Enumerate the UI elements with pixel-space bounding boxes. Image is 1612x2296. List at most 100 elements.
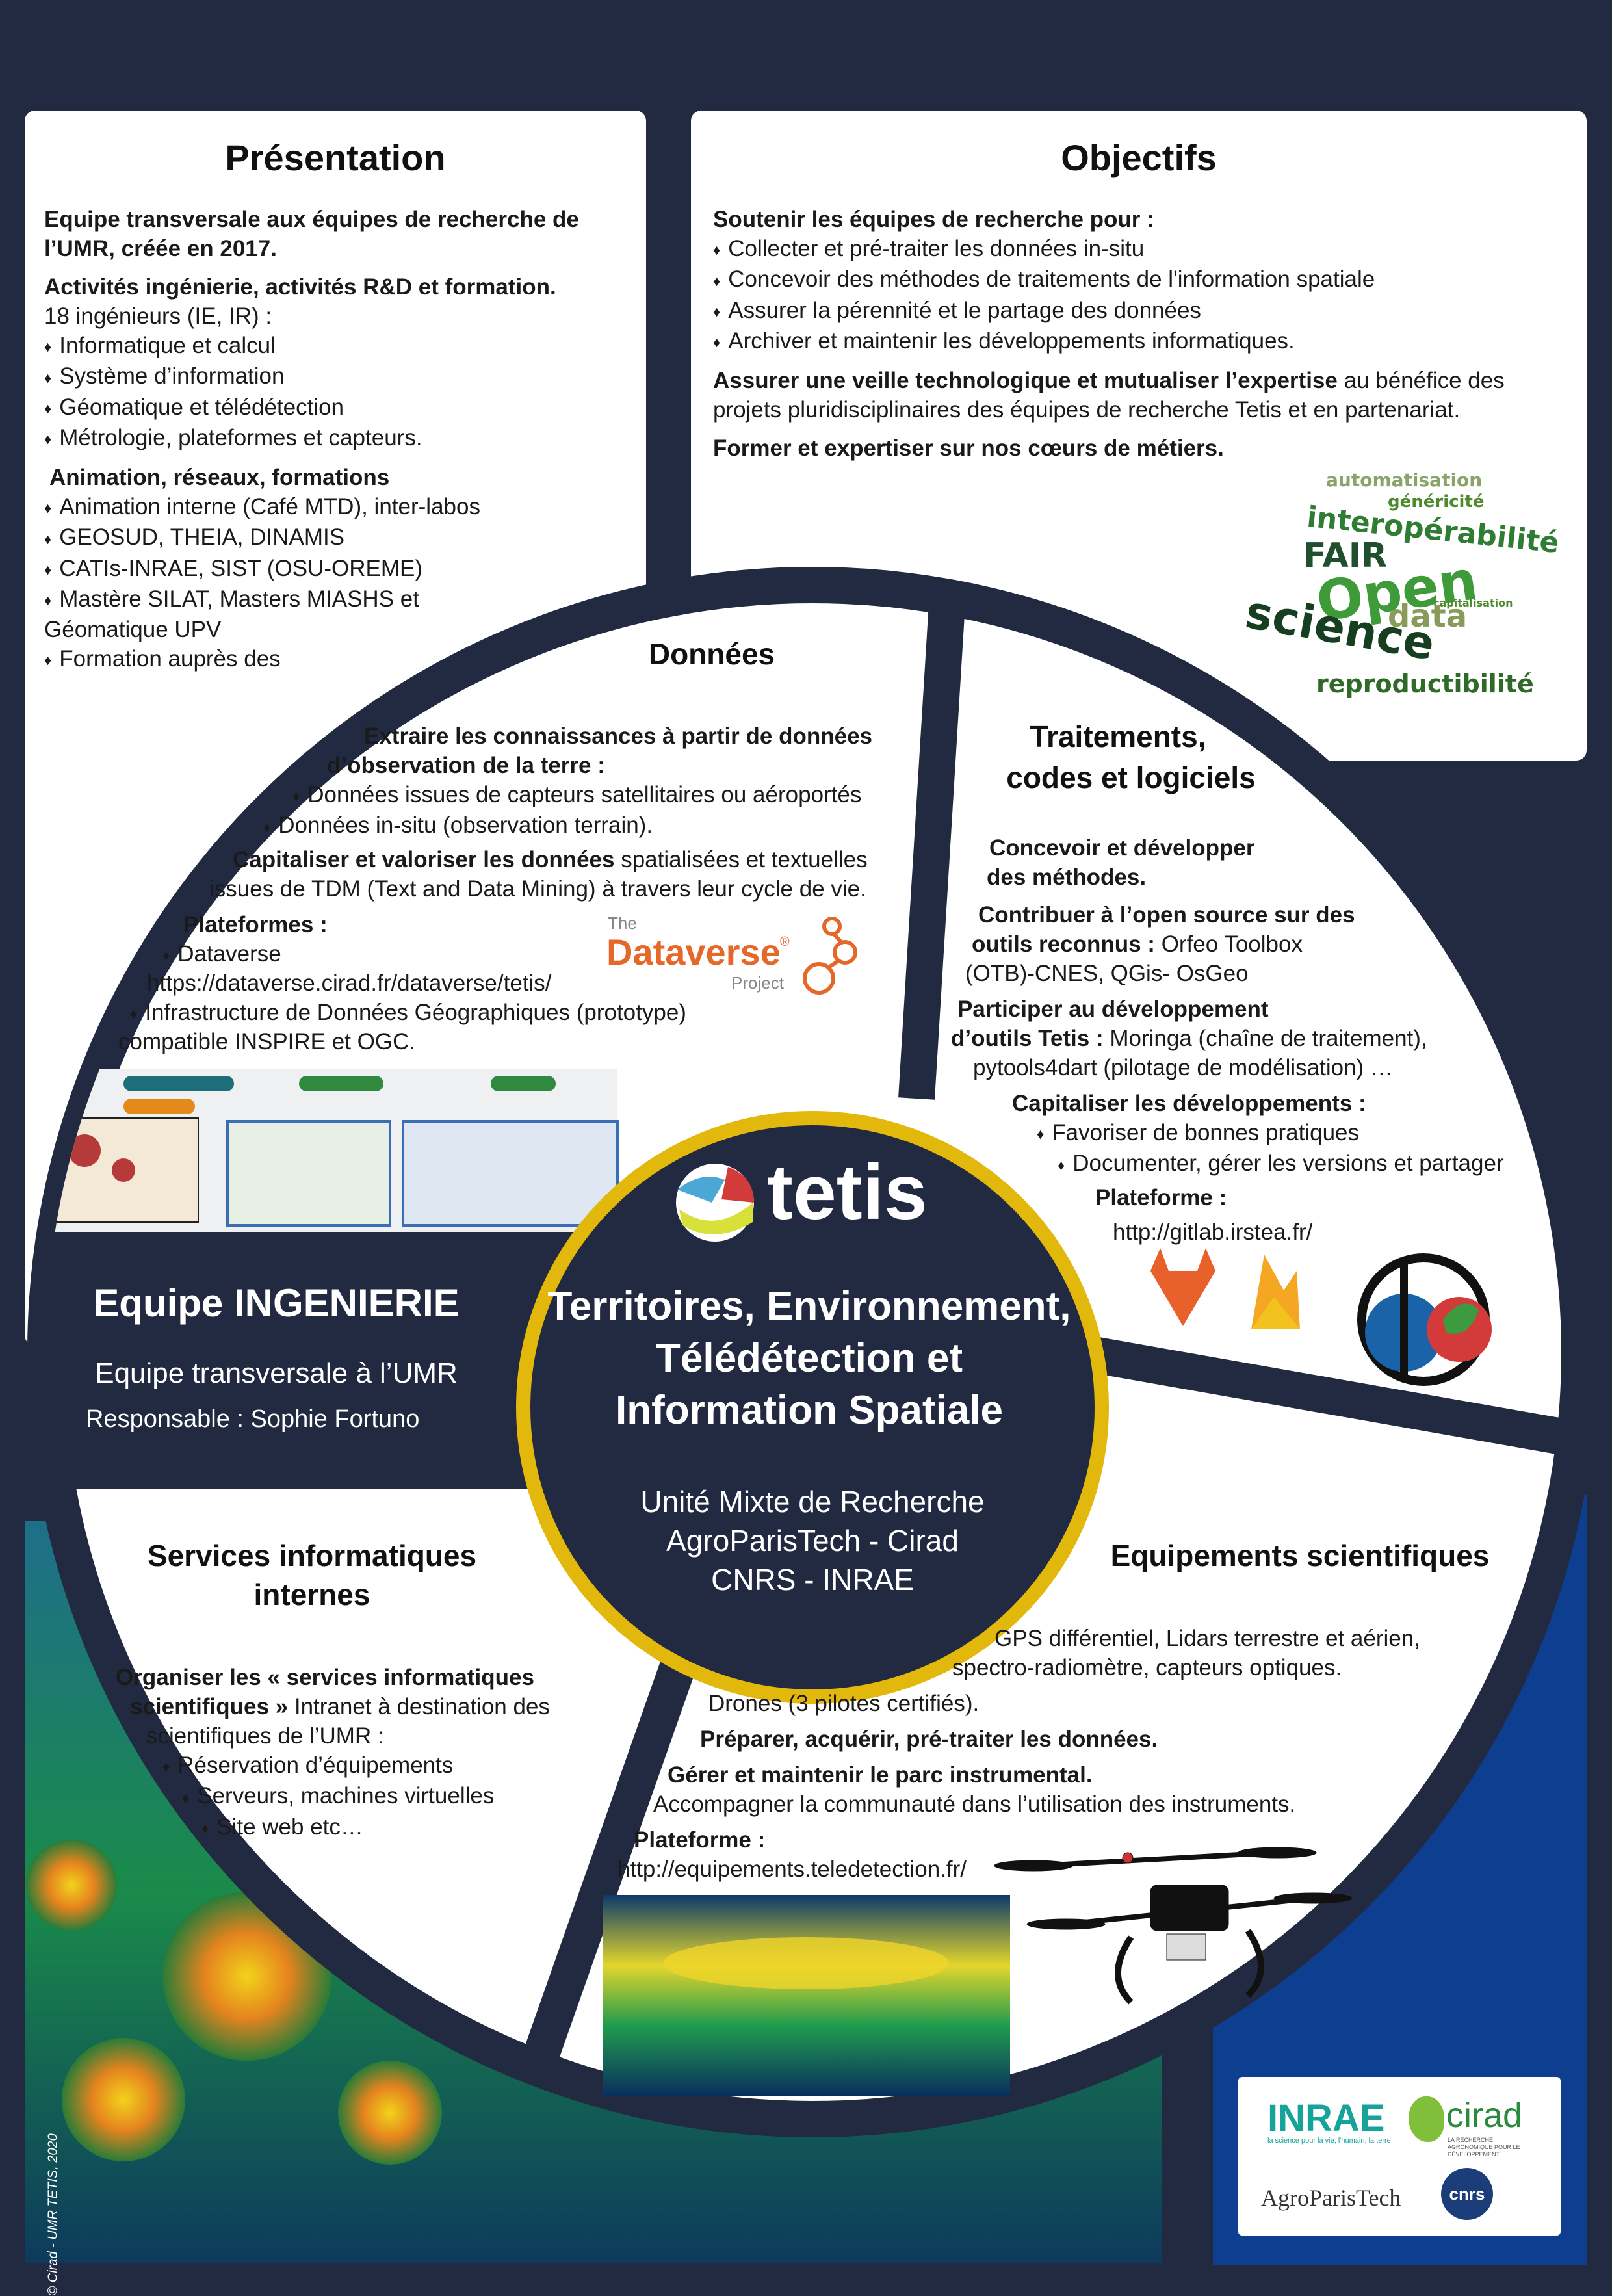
copyright-text: © Cirad - UMR TETIS, 2020 [46, 2133, 60, 2296]
word-data: data [1388, 598, 1468, 634]
contribuer-rest: Orfeo Toolbox [1154, 932, 1303, 957]
traitements-concevoir-l1: Concevoir et développer [989, 835, 1255, 861]
organiser-rest: Intranet à destination des [288, 1694, 550, 1719]
capitaliser-bold: Capitaliser et valoriser les données [233, 847, 615, 872]
equipements-l3: Drones (3 pilotes certifiés). [708, 1691, 980, 1716]
list-item: Assurer la pérennité et le partage des d… [713, 296, 1565, 326]
list-item: Collecter et pré-traiter les données in-… [713, 234, 1565, 265]
traitements-participer-l2: d’outils Tetis : Moringa (chaîne de trai… [951, 1024, 1427, 1053]
traitements-capitaliser-list: Favoriser de bonnes pratiques Documenter… [1037, 1118, 1504, 1180]
former-text: Former et expertiser sur nos cœurs de mé… [713, 436, 1224, 461]
list-item: Animation interne (Café MTD), inter-labo… [44, 492, 627, 523]
dataverse-logo-icon [803, 917, 857, 995]
list-item: Archiver et maintenir les développements… [713, 326, 1565, 357]
services-list: Réservation d’équipements Serveurs, mach… [162, 1751, 494, 1843]
partner-logos: INRAE la science pour la vie, l'humain, … [1238, 2077, 1561, 2236]
donnees-extraire-l1: Extraire les connaissances à partir de d… [364, 724, 873, 749]
donnees-plateformes-list: Dataverse [162, 939, 281, 970]
cirad-tagline: LA RECHERCHE AGRONOMIQUE POUR LE DÉVELOP… [1448, 2137, 1520, 2158]
soutenir-list: Collecter et pré-traiter les données in-… [713, 234, 1565, 357]
lidar-scan-image [603, 1895, 1010, 2096]
word-reproductibilite: reproductibilité [1316, 670, 1534, 698]
traitements-contribuer-l1: Contribuer à l’open source sur des [978, 902, 1355, 928]
dataverse-logo-text: Dataverse [606, 932, 781, 972]
firebase-icon [1251, 1255, 1300, 1329]
equipements-l1: GPS différentiel, Lidars terrestre et aé… [994, 1626, 1420, 1651]
organiser-bold: scientifiques » [130, 1694, 289, 1719]
ingenieurs-list: Informatique et calcul Système d’informa… [44, 331, 627, 454]
list-item: Mastère SILAT, Masters MIASHS et Géomati… [44, 584, 447, 644]
equipements-preparer: Préparer, acquérir, pré-traiter les donn… [700, 1727, 1158, 1752]
presentation-title: Présentation [225, 137, 446, 178]
word-capitalisation: capitalisation [1433, 597, 1513, 609]
list-item: Géomatique et télédétection [44, 393, 627, 423]
donnees-plateformes-title: Plateformes : [183, 912, 328, 937]
list-item: Dataverse [162, 939, 281, 970]
cirad-leaf-icon [1409, 2096, 1444, 2142]
donnees-extraire-list: Données issues de capteurs satellitaires… [278, 780, 861, 842]
equipe-title: Equipe INGENIERIE [93, 1281, 460, 1325]
animation-list: Animation interne (Café MTD), inter-labo… [44, 492, 627, 704]
contribuer-bold: outils reconnus : [972, 932, 1155, 957]
list-item: Réservation d’équipements [162, 1751, 494, 1781]
tetis-logo-icon [676, 1164, 754, 1242]
list-item: CATIs-INRAE, SIST (OSU-OREME) [44, 554, 627, 584]
cnrs-logo: cnrs [1441, 2168, 1493, 2220]
capitaliser-rest: spatialisées et textuelles [614, 847, 868, 872]
donnees-capitaliser-l2: issues de TDM (Text and Data Mining) à t… [209, 876, 866, 902]
traitements-concevoir-l2: des méthodes. [987, 865, 1147, 890]
soutenir-title: Soutenir les équipes de recherche pour : [713, 207, 1154, 232]
list-item: Documenter, gérer les versions et partag… [1058, 1149, 1503, 1179]
participer-rest: Moringa (chaîne de traitement), [1103, 1026, 1427, 1051]
donnees-title: Données [648, 637, 775, 671]
donnees-idg-list: Infrastructure de Données Géographiques … [130, 998, 686, 1028]
list-item: Métrologie, plateformes et capteurs. [44, 423, 627, 454]
services-organiser-l1: Organiser les « services informatiques [116, 1665, 534, 1690]
agroparistech-logo: AgroParisTech [1261, 2185, 1401, 2211]
equipements-gerer: Gérer et maintenir le parc instrumental. [668, 1762, 1093, 1788]
center-unite: Unité Mixte de Recherche AgroParisTech -… [566, 1482, 1060, 1599]
services-title-l1: Services informatiques [147, 1539, 477, 1572]
equipe-subtitle: Equipe transversale à l’UMR [95, 1357, 458, 1389]
center-title-l1: Territoires, Environnement, [547, 1284, 1071, 1329]
list-item: Données in-situ (observation terrain). [263, 811, 861, 841]
services-organiser-l3: scientifiques de l’UMR : [146, 1723, 384, 1749]
center-unite-l1: Unité Mixte de Recherche [640, 1485, 985, 1519]
list-item: Concevoir des méthodes de traitements de… [713, 265, 1565, 295]
donnees-extraire-l2: d’observation de la terre : [327, 753, 605, 778]
animation-title: Animation, réseaux, formations [49, 465, 390, 490]
inrae-tagline: la science pour la vie, l'humain, la ter… [1268, 2137, 1391, 2145]
gitlab-url: http://gitlab.irstea.fr/ [1113, 1220, 1313, 1245]
equipements-title: Equipements scientifiques [1110, 1539, 1490, 1572]
dataverse-logo-project: Project [731, 973, 784, 993]
presentation-intro: Equipe transversale aux équipes de reche… [44, 207, 579, 261]
center-title-l3: Information Spatiale [616, 1388, 1003, 1433]
tetis-logo-text: tetis [767, 1149, 928, 1236]
word-genericite: généricité [1388, 492, 1485, 512]
traitements-capitaliser-title: Capitaliser les développements : [1012, 1091, 1366, 1116]
list-item: Système d’information [44, 361, 627, 392]
objectifs-card: Objectifs Soutenir les équipes de recher… [691, 111, 1587, 761]
veille-rest: au bénéfice des projets pluridisciplinai… [713, 368, 1505, 423]
list-item: Favoriser de bonnes pratiques [1037, 1118, 1504, 1149]
equipements-accompagner: Accompagner la communauté dans l’utilisa… [653, 1792, 1296, 1817]
ingenieurs-count: 18 ingénieurs (IE, IR) : [44, 304, 272, 329]
donnees-capitaliser: Capitaliser et valoriser les données spa… [233, 845, 868, 874]
activites-title: Activités ingénierie, activités R&D et f… [44, 274, 556, 300]
participer-bold: d’outils Tetis : [951, 1026, 1104, 1051]
idg-screenshot [46, 1069, 619, 1232]
center-title-l2: Télédétection et [656, 1336, 963, 1381]
moringa-logo-icon [1357, 1253, 1492, 1386]
services-title-l2: internes [254, 1578, 370, 1611]
equipements-l2: spectro-radiomètre, capteurs optiques. [952, 1655, 1342, 1680]
equipements-plateforme-title: Plateforme : [634, 1827, 766, 1853]
cirad-logo: cirad [1446, 2096, 1523, 2135]
equipe-responsable: Responsable : Sophie Fortuno [86, 1405, 420, 1433]
inrae-logo: INRAE [1268, 2097, 1385, 2139]
center-title: Territoires, Environnement, Télédétectio… [526, 1281, 1092, 1437]
list-item: GEOSUD, THEIA, DINAMIS [44, 523, 627, 553]
dataverse-logo-reg: ® [780, 935, 790, 949]
veille-bold: Assurer une veille technologique et mutu… [713, 368, 1338, 393]
equipements-url: http://equipements.teledetection.fr/ [618, 1857, 967, 1882]
